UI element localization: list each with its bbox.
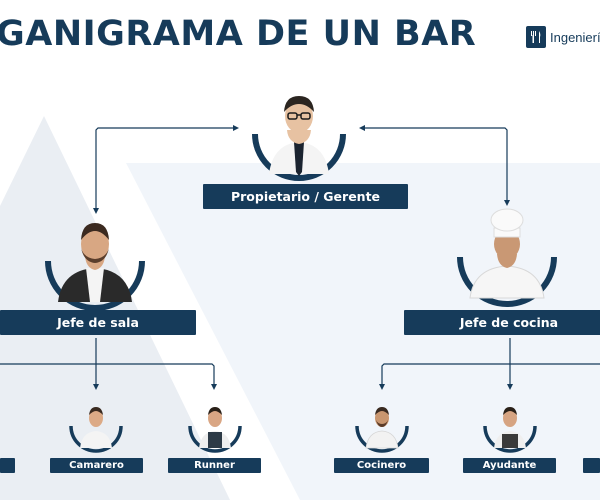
cook-label: Cocinero (334, 458, 429, 473)
offscreen-left-label (0, 458, 15, 473)
page-title: GANIGRAMA DE UN BAR (0, 14, 477, 54)
assistant-avatar (483, 407, 537, 453)
fork-knife-icon (526, 26, 546, 48)
owner-avatar (252, 96, 346, 181)
connector-owner-kitchen (365, 127, 508, 200)
runner-label: Runner (168, 458, 261, 473)
hall-manager-label: Jefe de sala (0, 310, 196, 335)
connector-owner-hall (95, 127, 233, 208)
brand: Ingeniería (526, 26, 600, 48)
hall-manager-avatar (45, 223, 145, 311)
kitchen-manager-label: Jefe de cocina (404, 310, 600, 335)
brand-name: Ingeniería (550, 29, 600, 45)
offscreen-right-label (583, 458, 600, 473)
owner-label: Propietario / Gerente (203, 184, 408, 209)
waiter-label: Camarero (50, 458, 143, 473)
connector-kitchen-row (381, 363, 600, 384)
kitchen-manager-avatar (457, 208, 557, 307)
waiter-avatar (69, 407, 123, 453)
connector-hall-row (0, 363, 215, 384)
cook-avatar (355, 407, 409, 453)
assistant-label: Ayudante (463, 458, 556, 473)
runner-avatar (188, 407, 242, 453)
